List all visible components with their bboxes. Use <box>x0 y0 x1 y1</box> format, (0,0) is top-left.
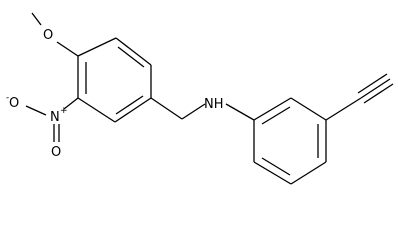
bond-nh-ring <box>225 103 255 121</box>
bond-nitro-o-single <box>25 105 47 116</box>
amine-nh-label: NH <box>204 97 224 112</box>
structure-diagram: O N + O - O NH <box>6 12 394 185</box>
methoxy-oxygen-label: O <box>43 28 53 43</box>
nitro-oxygen-charge: - <box>6 93 9 103</box>
bond-o-ring <box>56 41 79 57</box>
bond-ring-ch2 <box>150 97 183 120</box>
ethynyl-triple-bond <box>325 73 394 121</box>
bond-ring-nitro <box>63 97 79 110</box>
nitro-oxygen-double-label: O <box>51 145 61 160</box>
bond-ch2-nh <box>181 103 206 120</box>
molecule-svg: O N + O - O NH <box>6 12 394 185</box>
right-benzene-ring <box>253 97 327 185</box>
nitro-nitrogen-charge: + <box>60 106 68 116</box>
bond-methyl-o <box>31 12 42 26</box>
nitro-nitrogen-label: N <box>50 110 60 125</box>
nitro-oxygen-label: O <box>9 96 19 111</box>
left-benzene-ring <box>77 37 152 123</box>
